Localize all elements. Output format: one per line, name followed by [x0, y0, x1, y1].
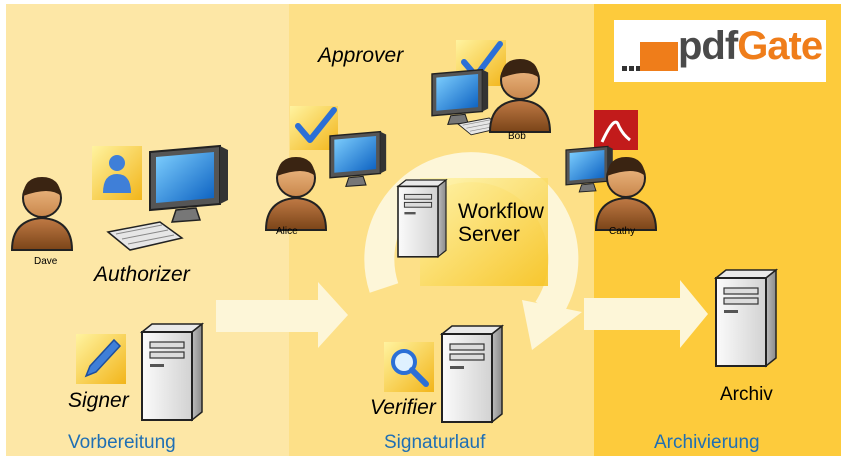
- user-card-icon: [92, 146, 142, 200]
- phase-label-preparation: Vorbereitung: [68, 432, 176, 453]
- archive-label: Archiv: [720, 384, 773, 405]
- role-label-signer: Signer: [68, 389, 129, 412]
- role-label-approver: Approver: [318, 44, 404, 67]
- server-label-line2: Server: [458, 223, 520, 246]
- server-tower-icon: [441, 325, 503, 423]
- cycle-arrow: [364, 152, 582, 350]
- person-name-cathy: Cathy: [609, 226, 636, 237]
- person-name-alice: Alice: [276, 226, 298, 237]
- server-tower-icon: [141, 323, 203, 421]
- server-tower-icon: [397, 179, 447, 258]
- pdfgate-logo: pdfGate: [614, 20, 826, 82]
- person-icon: [265, 156, 327, 231]
- server-tower-icon: [715, 269, 777, 367]
- person-name-dave: Dave: [34, 256, 58, 267]
- monitor-icon: [431, 68, 489, 126]
- role-label-authorizer: Authorizer: [94, 263, 190, 286]
- flow-arrow-prep-to-signing: [216, 282, 348, 348]
- logo-symbol: [622, 42, 678, 71]
- phase-label-archiving: Archivierung: [654, 432, 760, 453]
- person-icon: [11, 176, 73, 251]
- pdf-document-icon: [594, 110, 638, 150]
- logo-word-pdf: pdf: [678, 24, 738, 68]
- magnifier-icon: [384, 342, 434, 392]
- keyboard-icon: [107, 221, 183, 251]
- logo-wordmark: pdfGate: [678, 24, 823, 69]
- flow-arrow-signing-to-archive: [584, 280, 708, 348]
- monitor-icon: [565, 145, 614, 193]
- phase-label-signing: Signaturlauf: [384, 432, 486, 453]
- server-label-line1: Workflow: [458, 200, 544, 223]
- monitor-icon: [329, 130, 387, 188]
- logo-word-gate: Gate: [737, 24, 823, 68]
- role-label-verifier: Verifier: [370, 396, 436, 419]
- monitor-icon: [149, 145, 229, 223]
- person-name-bob: Bob: [508, 131, 526, 142]
- pen-icon: [76, 334, 126, 384]
- checkmark-icon: [290, 106, 338, 150]
